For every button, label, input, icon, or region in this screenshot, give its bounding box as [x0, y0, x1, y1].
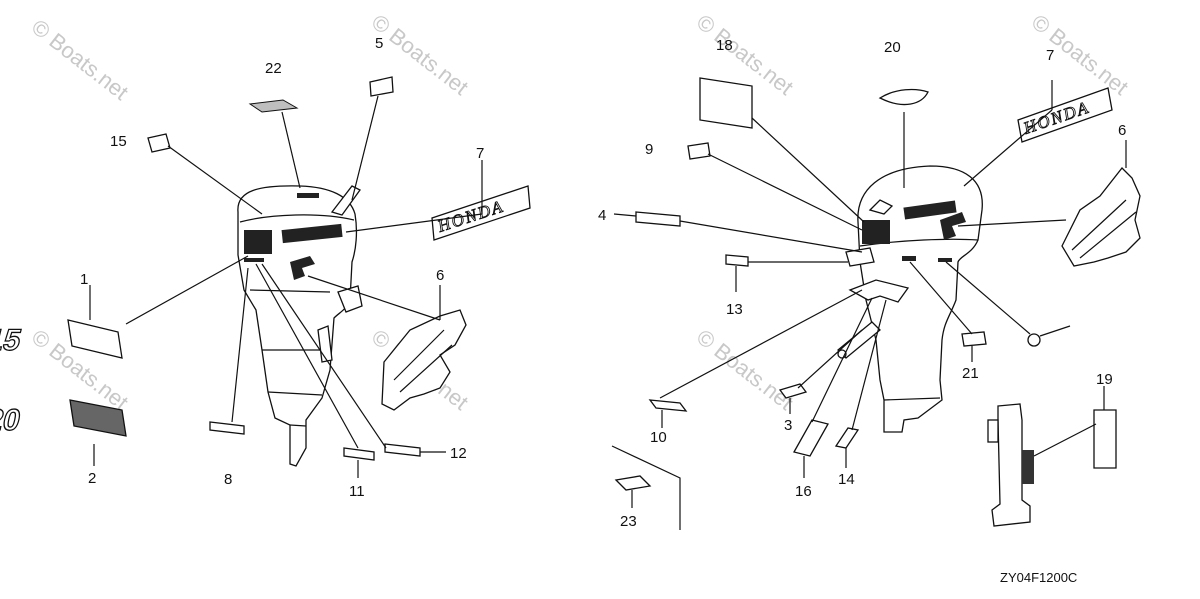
left-cowl-seam — [239, 214, 355, 223]
right-mid-decal — [902, 256, 916, 261]
callout-3: 3 — [784, 417, 792, 434]
left-small-decal — [244, 258, 264, 262]
callout-5: 5 — [375, 35, 383, 52]
part-10-label — [648, 399, 688, 412]
emblem-15-text: 15 — [0, 323, 25, 356]
part-1-emblem-15: 15 — [0, 319, 123, 359]
callout-18: 18 — [716, 37, 733, 54]
part-6-side-decal — [381, 309, 467, 411]
part-6-right-detail — [1071, 199, 1137, 259]
part-19-side — [987, 419, 999, 443]
part-4-label — [635, 211, 681, 227]
callout-4: 4 — [598, 207, 606, 224]
left-tiller-handle — [330, 185, 361, 216]
emblem-20-text: 20 — [0, 404, 23, 437]
right-outboard-motor — [837, 165, 983, 433]
left-midsection-line — [249, 289, 331, 293]
part-21-clip — [1027, 333, 1041, 347]
watermark: © Boats.net — [27, 14, 133, 105]
callout-12: 12 — [450, 445, 467, 462]
diagram-code: ZY04F1200C — [1000, 570, 1077, 585]
callout-22: 22 — [265, 60, 282, 77]
part-7-honda-emblem: HONDA — [431, 185, 531, 241]
left-motor-body — [237, 185, 358, 467]
left-stripe-decal — [281, 223, 343, 244]
callout-15: 15 — [110, 133, 127, 150]
part-7-honda-emblem-right: HONDA — [1017, 87, 1113, 143]
callout-13: 13 — [726, 301, 743, 318]
watermark: © Boats.net — [692, 324, 798, 415]
right-swivel-bracket — [845, 247, 875, 267]
callout-6-left: 6 — [436, 267, 444, 284]
right-clamp-bracket — [848, 279, 910, 303]
part-8-label — [209, 421, 245, 435]
callout-6-right: 6 — [1118, 122, 1126, 139]
part-11-label — [343, 447, 375, 461]
callout-19: 19 — [1096, 371, 1113, 388]
callout-23: 23 — [620, 513, 637, 530]
callout-14: 14 — [838, 471, 855, 488]
left-anticav-line — [267, 391, 323, 396]
left-h-mark-decal — [290, 256, 315, 280]
part-19-label — [1093, 409, 1117, 469]
part-19-grip — [1022, 450, 1034, 484]
part-21-label — [961, 331, 987, 347]
left-leader-lines — [89, 95, 483, 478]
part-15-label — [147, 133, 171, 153]
callout-2: 2 — [88, 470, 96, 487]
honda-emblem-text-right: HONDA — [1020, 97, 1092, 138]
part-18-label — [699, 77, 753, 129]
right-h-mark-decal — [940, 212, 966, 240]
watermark: © Boats.net — [1027, 9, 1133, 100]
part-6-detail — [393, 329, 453, 393]
part-14-label — [834, 427, 860, 449]
right-front-decal — [862, 220, 890, 244]
part-23-panel-edge — [611, 445, 681, 530]
part-12-label — [384, 443, 421, 457]
part-21-clip-tail — [1039, 325, 1071, 337]
callout-7-right: 7 — [1046, 47, 1054, 64]
left-callouts: 22 5 15 7 1 6 2 8 11 12 — [80, 35, 484, 500]
part-23-label — [614, 475, 652, 491]
callout-16: 16 — [795, 483, 812, 500]
right-stripe-decal — [903, 200, 957, 220]
honda-emblem-text: HONDA — [434, 197, 506, 237]
right-callouts: 18 20 7 9 6 4 13 21 19 10 3 16 14 23 — [598, 37, 1126, 530]
callout-7-left: 7 — [476, 145, 484, 162]
part-16-label — [793, 419, 829, 457]
right-cowl-seam — [859, 238, 979, 247]
callout-9: 9 — [645, 141, 653, 158]
part-3-label — [778, 383, 808, 399]
callout-8: 8 — [224, 471, 232, 488]
right-small-decal — [938, 258, 952, 262]
left-skeg-line — [289, 424, 307, 427]
part-6-side-decal-right — [1061, 167, 1141, 267]
left-top-decal — [297, 193, 319, 198]
part-5-label — [369, 76, 394, 97]
part-22-label — [248, 99, 299, 113]
part-13-label — [725, 254, 749, 267]
part-19-assembly — [987, 403, 1117, 527]
left-outboard-motor — [237, 185, 363, 467]
callout-20: 20 — [884, 39, 901, 56]
part-9-label — [687, 142, 711, 160]
callout-10: 10 — [650, 429, 667, 446]
left-parts: HONDA 15 20 — [0, 76, 531, 461]
right-top-vent — [868, 199, 894, 215]
left-front-decal — [244, 230, 272, 254]
callout-21: 21 — [962, 365, 979, 382]
part-20-label — [878, 88, 929, 106]
callout-11: 11 — [349, 483, 365, 500]
right-leader-lines — [613, 80, 1127, 508]
right-anticav-line — [883, 397, 941, 401]
callout-1: 1 — [80, 271, 88, 288]
